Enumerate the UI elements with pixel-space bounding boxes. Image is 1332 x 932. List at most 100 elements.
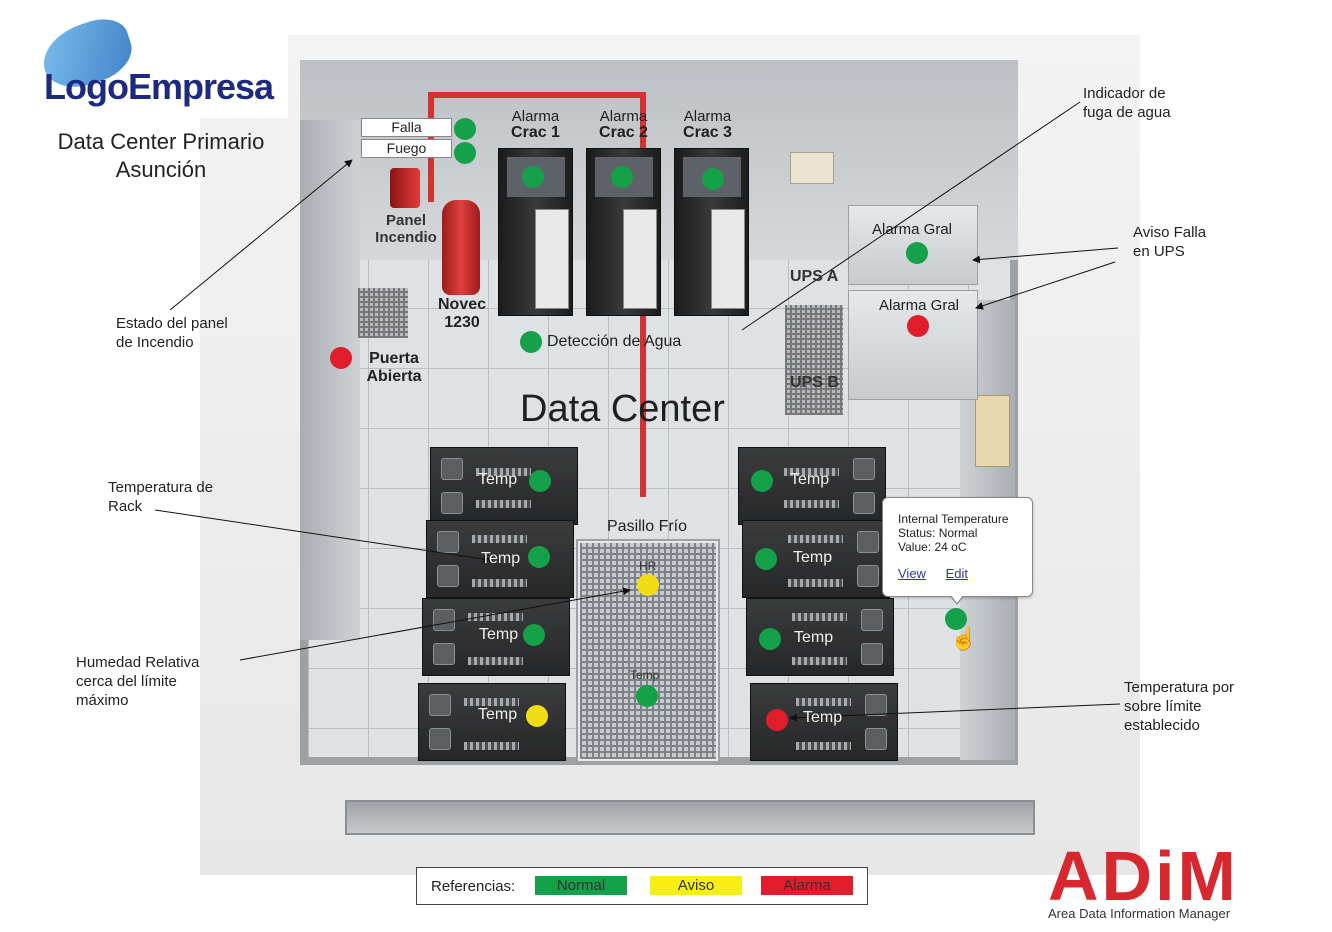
rack-right-3-temp-label: Temp xyxy=(794,629,834,646)
rack-right-1[interactable] xyxy=(738,447,886,525)
aisle-temp-indicator[interactable] xyxy=(636,685,658,707)
electric-box xyxy=(790,152,834,184)
note-fire-panel-line-1: Estado del panel xyxy=(116,315,228,332)
crac-2-status-indicator[interactable] xyxy=(611,166,633,188)
rack-left-3-temp-label: Temp xyxy=(479,626,519,643)
rack-left-3[interactable] xyxy=(422,598,570,676)
rack-right-4-temp-indicator[interactable] xyxy=(766,709,788,731)
rack-right-4[interactable] xyxy=(750,683,898,761)
rack-left-4-temp-indicator[interactable] xyxy=(526,705,548,727)
note-humidity-line-2: cerca del límite xyxy=(76,673,177,690)
crac-panel xyxy=(711,209,745,309)
note-rack-temp-line-2: Rack xyxy=(108,498,143,515)
note-ups-fail-line-2: en UPS xyxy=(1133,243,1185,260)
crac-3-status-indicator[interactable] xyxy=(702,168,724,190)
floor-vent xyxy=(358,288,408,338)
crac-unit-3[interactable] xyxy=(674,148,749,316)
novec-label: Novec 1230 xyxy=(430,296,494,332)
rack-left-1-temp-label: Temp xyxy=(478,471,518,488)
note-over-temp-line-3: establecido xyxy=(1124,717,1200,734)
tooltip-links: View Edit xyxy=(898,566,1032,581)
legend-title: Referencias: xyxy=(431,878,516,895)
crac-panel xyxy=(535,209,569,309)
door-label-line-1: Puerta xyxy=(369,350,419,367)
cold-aisle-label: Pasillo Frío xyxy=(607,518,688,535)
ups-b-status-indicator[interactable] xyxy=(907,315,929,337)
rack-right-1-temp-label: Temp xyxy=(790,471,830,488)
door-status-indicator[interactable] xyxy=(330,347,352,369)
note-rack-temp: Temperatura de Rack xyxy=(108,478,213,516)
rack-left-1-temp-indicator[interactable] xyxy=(529,470,551,492)
status-legend: Referencias: Normal Aviso Alarma xyxy=(416,867,868,905)
fuego-status-indicator[interactable] xyxy=(454,142,476,164)
note-fire-panel-line-2: de Incendio xyxy=(116,334,194,351)
note-ups-fail-line-1: Aviso Falla xyxy=(1133,224,1207,241)
falla-status-indicator[interactable] xyxy=(454,118,476,140)
tooltip-value: Value: 24 oC xyxy=(898,540,967,554)
rack-left-4[interactable] xyxy=(418,683,566,761)
site-title: Data Center Primario Asunción xyxy=(38,128,284,184)
company-logo: LogoEmpresa xyxy=(20,8,288,118)
falla-label: Falla xyxy=(361,118,452,137)
internal-temp-indicator[interactable] xyxy=(945,608,967,630)
humidity-indicator[interactable] xyxy=(637,574,659,596)
fire-pipe-horizontal xyxy=(428,92,646,98)
legend-aviso: Aviso xyxy=(650,876,742,895)
tooltip-edit-link[interactable]: Edit xyxy=(945,566,968,581)
adim-logo: ADiM xyxy=(1048,837,1239,915)
rack-right-4-temp-label: Temp xyxy=(803,709,843,726)
rack-right-1-temp-indicator[interactable] xyxy=(751,470,773,492)
note-humidity: Humedad Relativa cerca del límite máximo xyxy=(76,653,199,710)
rack-left-2-temp-indicator[interactable] xyxy=(528,546,550,568)
fire-panel-label: Panel Incendio xyxy=(370,212,442,246)
rack-left-3-temp-indicator[interactable] xyxy=(523,624,545,646)
crac-unit-1[interactable] xyxy=(498,148,573,316)
left-door xyxy=(300,120,360,640)
note-water-leak: Indicador de fuga de agua xyxy=(1083,84,1171,122)
novec-label-line-1: Novec xyxy=(437,296,487,313)
ups-b-alarm-label: Alarma Gral xyxy=(879,297,960,314)
electric-box xyxy=(975,395,1010,467)
site-title-line-1: Data Center Primario xyxy=(57,129,265,154)
crac-3-alarm-label: Alarma xyxy=(683,108,732,125)
note-humidity-line-1: Humedad Relativa xyxy=(76,654,200,671)
note-rack-temp-line-1: Temperatura de xyxy=(108,479,214,496)
water-detection-indicator[interactable] xyxy=(520,331,542,353)
tooltip-view-link[interactable]: View xyxy=(898,566,926,581)
rack-right-2-temp-label: Temp xyxy=(793,549,833,566)
novec-label-line-2: 1230 xyxy=(444,314,480,331)
rack-right-2-temp-indicator[interactable] xyxy=(755,548,777,570)
rack-left-2-temp-label: Temp xyxy=(481,550,521,567)
note-over-temp-line-2: sobre límite xyxy=(1124,698,1202,715)
fire-panel-label-line-1: Panel xyxy=(385,212,427,229)
note-ups-fail: Aviso Falla en UPS xyxy=(1133,223,1206,261)
legend-alarma: Alarma xyxy=(761,876,853,895)
tooltip-status: Status: Normal xyxy=(898,526,978,540)
note-over-temp: Temperatura por sobre límite establecido xyxy=(1124,678,1234,735)
sensor-tooltip: Internal Temperature Status: Normal Valu… xyxy=(882,497,1033,597)
ups-b-unit[interactable] xyxy=(848,290,978,400)
water-detection-label: Detección de Agua xyxy=(547,333,682,350)
crac-1-status-indicator[interactable] xyxy=(522,166,544,188)
crac-3-name: Crac 3 xyxy=(683,124,732,141)
crac-panel xyxy=(623,209,657,309)
fire-panel-unit xyxy=(390,168,420,208)
legend-normal: Normal xyxy=(535,876,627,895)
adim-subtitle: Area Data Information Manager xyxy=(1048,906,1231,921)
crac-1-name: Crac 1 xyxy=(511,124,560,141)
fuego-label: Fuego xyxy=(361,139,452,158)
floor-vent xyxy=(785,305,843,415)
ups-b-label: UPS B xyxy=(790,374,839,391)
room-title: Data Center xyxy=(520,388,725,430)
ups-a-status-indicator[interactable] xyxy=(906,242,928,264)
rack-left-1[interactable] xyxy=(430,447,578,525)
crac-1-alarm-label: Alarma xyxy=(511,108,560,125)
note-over-temp-line-1: Temperatura por xyxy=(1124,679,1235,696)
note-water-leak-line-1: Indicador de xyxy=(1083,85,1166,102)
note-water-leak-line-2: fuga de agua xyxy=(1083,104,1171,121)
crac-2-name: Crac 2 xyxy=(599,124,648,141)
rack-right-3-temp-indicator[interactable] xyxy=(759,628,781,650)
site-title-line-2: Asunción xyxy=(115,157,207,182)
